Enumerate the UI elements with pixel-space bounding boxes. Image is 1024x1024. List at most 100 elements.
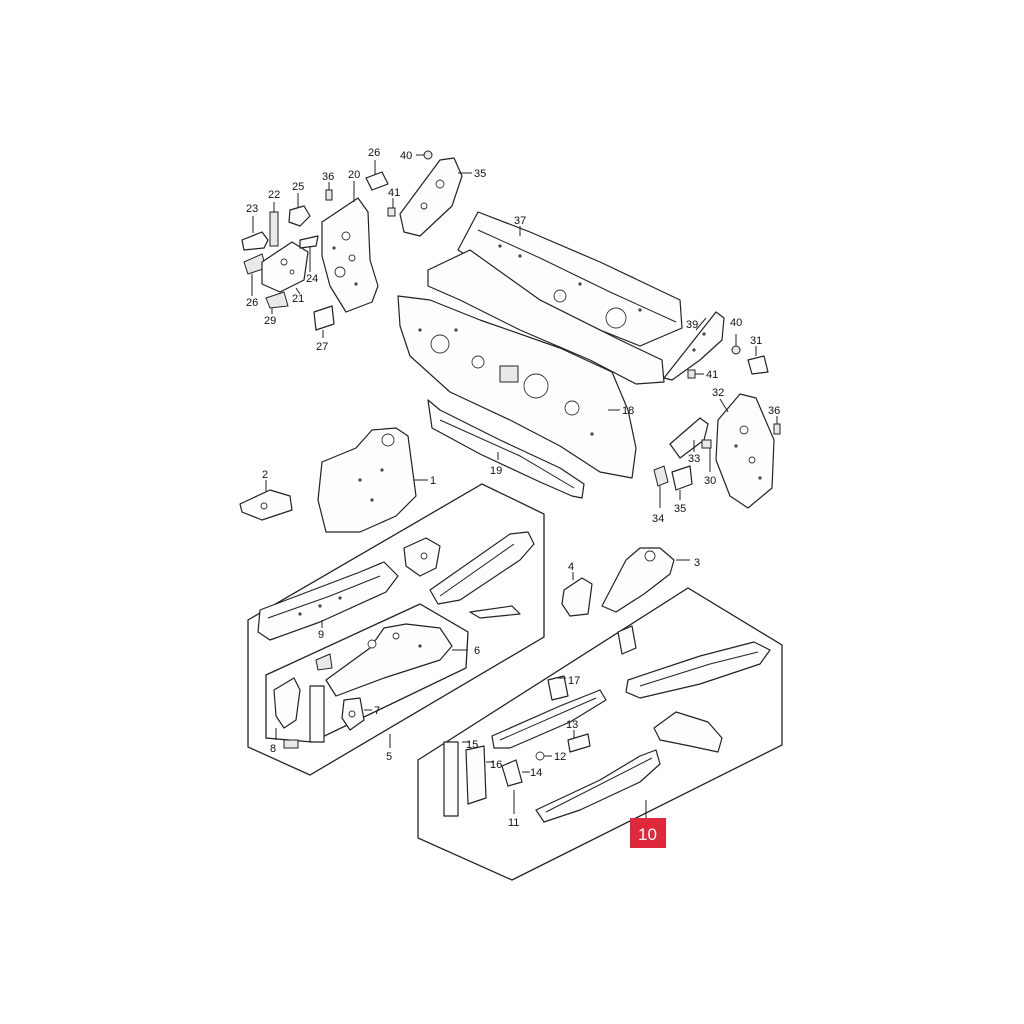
part-29 bbox=[265, 291, 289, 314]
part-9 bbox=[257, 561, 399, 641]
part-23 bbox=[241, 216, 269, 251]
part-6 bbox=[325, 623, 468, 697]
part-30 bbox=[701, 439, 712, 472]
callout-35-top: 35 bbox=[474, 168, 486, 180]
callout-26-left: 26 bbox=[246, 297, 258, 309]
part-34 bbox=[653, 465, 669, 508]
part-9-strip bbox=[469, 605, 521, 619]
part-9-upper-bracket bbox=[403, 537, 441, 577]
callout-3: 3 bbox=[694, 557, 700, 569]
callout-35-right: 35 bbox=[674, 503, 686, 515]
callout-14: 14 bbox=[530, 767, 542, 779]
part-36-bolt-right bbox=[773, 416, 781, 435]
callout-24: 24 bbox=[306, 273, 318, 285]
callout-29: 29 bbox=[264, 315, 276, 327]
highlight-callout-10: 10 bbox=[630, 818, 666, 848]
callout-13: 13 bbox=[566, 719, 578, 731]
part-18-dash-panel bbox=[397, 295, 637, 479]
part-3 bbox=[601, 547, 690, 613]
callout-6: 6 bbox=[474, 645, 480, 657]
part-7 bbox=[341, 697, 372, 731]
part-32 bbox=[715, 393, 775, 509]
part-21 bbox=[261, 241, 309, 295]
callout-4: 4 bbox=[568, 561, 574, 573]
part-13 bbox=[567, 730, 591, 753]
part-9-long-rail bbox=[429, 531, 535, 605]
part-10-main-rail bbox=[535, 749, 661, 823]
part-37-cowl bbox=[427, 211, 683, 385]
part-6-clip bbox=[315, 653, 333, 671]
group-box-5 bbox=[247, 483, 545, 776]
callout-23: 23 bbox=[246, 203, 258, 215]
callout-40-right: 40 bbox=[730, 317, 742, 329]
callout-10: 10 bbox=[638, 825, 657, 844]
callout-27: 27 bbox=[316, 341, 328, 353]
callout-41-right: 41 bbox=[706, 369, 718, 381]
callout-37: 37 bbox=[514, 215, 526, 227]
part-17 bbox=[547, 675, 569, 701]
part-8 bbox=[273, 677, 301, 749]
callout-26-top: 26 bbox=[368, 147, 380, 159]
part-41-right bbox=[687, 369, 704, 379]
part-15 bbox=[443, 741, 470, 817]
part-33 bbox=[669, 417, 709, 459]
callout-20: 20 bbox=[348, 169, 360, 181]
callout-33: 33 bbox=[688, 453, 700, 465]
part-40-right bbox=[731, 334, 741, 355]
callout-18: 18 bbox=[622, 405, 634, 417]
part-1-wheelhouse bbox=[317, 427, 428, 533]
part-10-end-piece bbox=[653, 711, 723, 753]
part-35-top bbox=[399, 157, 472, 237]
part-39 bbox=[663, 311, 725, 381]
callout-30: 30 bbox=[704, 475, 716, 487]
part-4 bbox=[561, 572, 593, 617]
callout-36-right: 36 bbox=[768, 405, 780, 417]
callout-15: 15 bbox=[466, 739, 478, 751]
part-10-upper-rail bbox=[625, 641, 771, 699]
group-box-5-inner bbox=[265, 603, 469, 743]
callout-16: 16 bbox=[490, 759, 502, 771]
part-31 bbox=[747, 346, 769, 375]
callout-8: 8 bbox=[270, 743, 276, 755]
callout-39: 39 bbox=[686, 319, 698, 331]
part-40-top bbox=[416, 150, 433, 160]
part-16 bbox=[465, 745, 494, 805]
callout-12: 12 bbox=[554, 751, 566, 763]
callout-1: 1 bbox=[430, 475, 436, 487]
callout-7: 7 bbox=[374, 705, 380, 717]
part-25 bbox=[288, 193, 311, 227]
part-41-top bbox=[387, 198, 396, 217]
callout-41-top: 41 bbox=[388, 187, 400, 199]
part-10-small-bracket bbox=[617, 625, 637, 655]
part-28 bbox=[365, 160, 389, 191]
part-27 bbox=[313, 305, 335, 338]
callout-25: 25 bbox=[292, 181, 304, 193]
callout-9: 9 bbox=[318, 629, 324, 641]
part-20 bbox=[321, 181, 379, 313]
part-36-bolt-top bbox=[325, 182, 333, 201]
callout-36-top: 36 bbox=[322, 171, 334, 183]
callout-2: 2 bbox=[262, 469, 268, 481]
group-box-10 bbox=[417, 587, 783, 881]
part-14 bbox=[501, 759, 530, 787]
callout-labels: 1 2 3 4 5 6 7 8 9 11 12 13 14 15 16 17 1… bbox=[246, 147, 780, 829]
callout-11: 11 bbox=[508, 817, 519, 829]
part-19-cross-member bbox=[427, 399, 585, 499]
callout-31: 31 bbox=[750, 335, 762, 347]
part-2 bbox=[239, 480, 293, 521]
part-24 bbox=[299, 235, 319, 272]
callout-22: 22 bbox=[268, 189, 280, 201]
callout-21: 21 bbox=[292, 293, 304, 305]
callout-34: 34 bbox=[652, 513, 664, 525]
callout-5: 5 bbox=[386, 751, 392, 763]
part-35-small bbox=[671, 465, 693, 500]
part-5-column bbox=[309, 685, 325, 743]
part-22 bbox=[269, 202, 279, 247]
callout-19: 19 bbox=[490, 465, 502, 477]
callout-17: 17 bbox=[568, 675, 580, 687]
highlight-box bbox=[630, 818, 666, 848]
callout-40-top: 40 bbox=[400, 150, 412, 162]
part-12 bbox=[535, 751, 552, 761]
part-11-rail bbox=[491, 689, 607, 749]
